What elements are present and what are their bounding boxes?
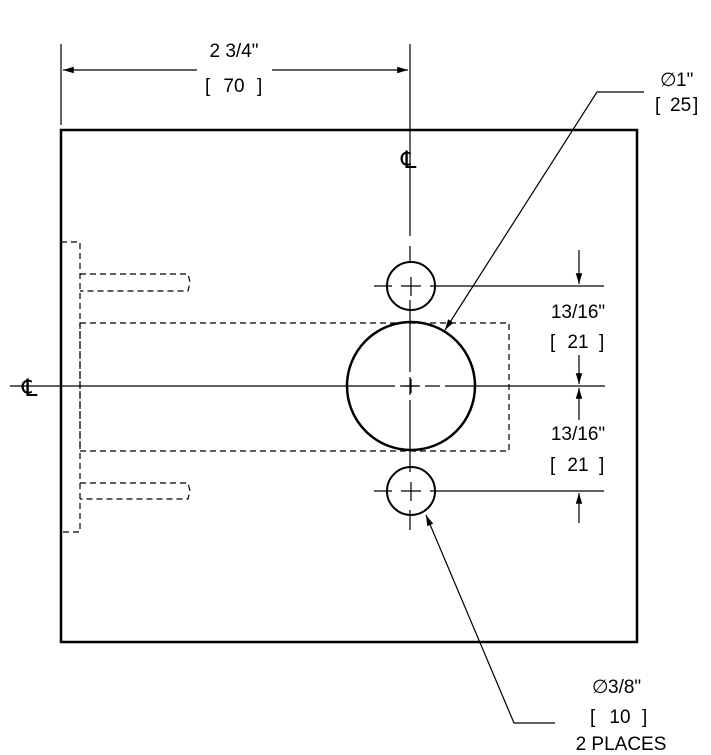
svg-text:[: [ <box>550 332 556 353</box>
offset-dimension <box>448 250 604 523</box>
svg-text:∅: ∅ <box>660 70 677 91</box>
svg-text:70: 70 <box>223 76 244 97</box>
large-hole-leader <box>444 91 644 331</box>
small-hole-leader <box>425 514 555 724</box>
width-imperial-label: 2 3/4" <box>209 41 258 62</box>
svg-text:[: [ <box>590 707 596 728</box>
svg-text:25: 25 <box>670 95 691 116</box>
small-hole-quantity-label: 2 PLACES <box>576 734 667 755</box>
svg-text:]: ] <box>599 455 604 476</box>
svg-text:21: 21 <box>567 455 588 476</box>
small-hole-metric-label: [ 10 ] <box>590 707 647 728</box>
svg-text:21: 21 <box>567 332 588 353</box>
large-hole <box>345 320 477 452</box>
svg-text:∅: ∅ <box>592 677 609 698</box>
svg-text:[: [ <box>205 76 211 97</box>
svg-text:10: 10 <box>609 707 630 728</box>
svg-text:3/8": 3/8" <box>608 677 641 698</box>
svg-text:]: ] <box>257 76 262 97</box>
hidden-lines <box>60 241 510 533</box>
svg-text:]: ] <box>693 95 698 116</box>
center-marks <box>374 277 448 501</box>
svg-text:[: [ <box>550 455 556 476</box>
width-dimension <box>60 44 408 125</box>
upper-offset-metric-label: [ 21 ] <box>550 332 604 353</box>
width-metric-label: [ 70 ] <box>205 76 262 97</box>
svg-text:[: [ <box>655 95 661 116</box>
large-hole-diameter-label: ∅ 1" <box>660 70 693 91</box>
upper-offset-imperial-label: 13/16" <box>551 302 605 323</box>
lower-offset-metric-label: [ 21 ] <box>550 455 604 476</box>
svg-text:]: ] <box>599 332 604 353</box>
svg-text:]: ] <box>642 707 647 728</box>
centerline-symbol-vertical: ℄ <box>400 147 417 174</box>
svg-text:1": 1" <box>676 70 693 91</box>
small-hole-diameter-label: ∅ 3/8" <box>592 677 641 698</box>
lower-offset-imperial-label: 13/16" <box>551 424 605 445</box>
large-hole-metric-label: [ 25 ] <box>655 95 698 116</box>
centerline-symbol-horizontal: ℄ <box>21 375 38 402</box>
